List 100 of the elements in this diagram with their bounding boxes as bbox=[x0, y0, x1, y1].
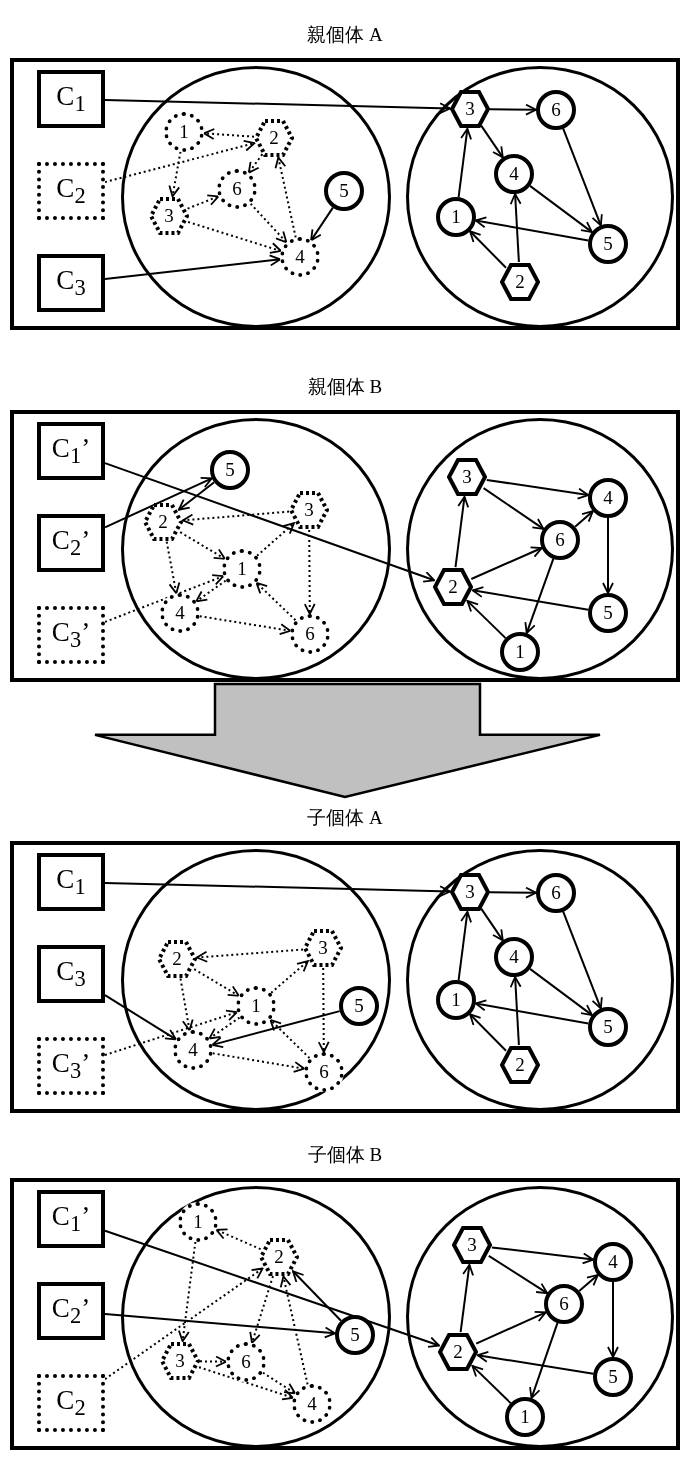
node-number: 6 bbox=[319, 1061, 329, 1083]
dotted-arrow bbox=[179, 531, 226, 560]
input-label: C$_{1}$’ bbox=[51, 432, 91, 470]
network-circle bbox=[121, 1186, 391, 1448]
arrow bbox=[474, 999, 590, 1025]
input-label: C$_{2}$ bbox=[56, 1384, 86, 1422]
circle-node bbox=[588, 1007, 628, 1047]
arrow bbox=[524, 557, 555, 635]
node-number: 4 bbox=[509, 163, 519, 185]
node-number: 4 bbox=[608, 1251, 618, 1273]
node-number: 6 bbox=[559, 1293, 569, 1315]
arrow bbox=[211, 1010, 341, 1049]
circle-node bbox=[588, 593, 628, 633]
node-number: 5 bbox=[350, 1324, 360, 1346]
node-number: 1 bbox=[251, 995, 261, 1017]
block-arrow bbox=[93, 682, 602, 799]
input-box bbox=[37, 945, 105, 1003]
dotted-arrow bbox=[203, 128, 255, 140]
node-number: 3 bbox=[164, 205, 174, 227]
input-box bbox=[37, 514, 105, 572]
arrow bbox=[177, 481, 216, 511]
input-box bbox=[37, 853, 105, 911]
dotted-arrow bbox=[104, 139, 256, 184]
input-label: C$_{2}$ bbox=[56, 172, 86, 210]
node-number: 6 bbox=[305, 623, 315, 645]
arrow bbox=[471, 586, 590, 611]
node-number: 2 bbox=[158, 511, 168, 533]
node-number: 3 bbox=[318, 937, 328, 959]
node-number: 4 bbox=[603, 487, 613, 509]
input-box bbox=[37, 606, 105, 664]
input-box bbox=[37, 162, 105, 220]
arrow bbox=[470, 546, 543, 580]
circle-node bbox=[536, 90, 576, 130]
circle-node bbox=[335, 1315, 375, 1355]
arrow bbox=[104, 98, 451, 115]
dotted-arrow bbox=[270, 960, 309, 994]
node-number: 3 bbox=[304, 499, 314, 521]
dotted-arrow bbox=[179, 977, 194, 1032]
node-number: 3 bbox=[465, 98, 475, 120]
circle-node bbox=[588, 478, 628, 518]
dotted-arrow bbox=[211, 1052, 306, 1073]
node-number: 6 bbox=[241, 1351, 251, 1373]
input-box bbox=[37, 70, 105, 128]
node-number: 1 bbox=[193, 1211, 203, 1233]
dotted-arrow bbox=[274, 156, 297, 239]
dotted-arrow bbox=[261, 1371, 297, 1395]
node-number: 4 bbox=[509, 946, 519, 968]
node-number: 1 bbox=[451, 206, 461, 228]
node-number: 5 bbox=[225, 459, 235, 481]
circle-node bbox=[494, 154, 534, 194]
circle-node bbox=[217, 169, 257, 209]
node-number: 2 bbox=[269, 127, 279, 149]
arrow bbox=[607, 1281, 619, 1358]
input-label: C$_{3}$ bbox=[56, 264, 86, 302]
network-circle bbox=[406, 418, 674, 680]
node-number: 4 bbox=[307, 1393, 317, 1415]
arrow bbox=[480, 907, 504, 942]
network-circle bbox=[121, 849, 391, 1111]
node-number: 6 bbox=[555, 529, 565, 551]
arrow bbox=[476, 1350, 595, 1375]
arrow bbox=[574, 510, 594, 528]
arrow bbox=[489, 103, 537, 116]
circle-node bbox=[436, 980, 476, 1020]
node-number: 2 bbox=[515, 1054, 525, 1076]
dotted-arrow bbox=[199, 1355, 227, 1368]
dotted-arrow bbox=[178, 1240, 197, 1343]
node-number: 5 bbox=[339, 180, 349, 202]
arrow bbox=[529, 1321, 559, 1400]
input-label: C$_{3}$ bbox=[56, 955, 86, 993]
node-number: 6 bbox=[232, 178, 242, 200]
node-number: 2 bbox=[515, 271, 525, 293]
arrow bbox=[482, 487, 545, 530]
input-box bbox=[37, 1190, 105, 1248]
arrow bbox=[104, 1229, 441, 1348]
node-number: 1 bbox=[515, 641, 525, 663]
dotted-arrow bbox=[208, 1016, 241, 1040]
arrow bbox=[487, 1254, 549, 1295]
node-number: 1 bbox=[520, 1406, 530, 1428]
arrow bbox=[562, 127, 603, 227]
arrow bbox=[475, 1310, 547, 1345]
dotted-arrow bbox=[193, 968, 240, 997]
dotted-arrow bbox=[317, 967, 330, 1053]
arrow bbox=[457, 910, 472, 982]
dotted-arrow bbox=[303, 529, 316, 615]
arrow bbox=[104, 254, 282, 281]
input-box bbox=[37, 422, 105, 480]
node-number: 5 bbox=[603, 602, 613, 624]
node-number: 2 bbox=[172, 948, 182, 970]
node-number: 4 bbox=[175, 602, 185, 624]
arrow bbox=[457, 127, 472, 199]
circle-node bbox=[436, 197, 476, 237]
input-box bbox=[37, 1282, 105, 1340]
arrow bbox=[602, 517, 614, 594]
arrow bbox=[104, 881, 451, 898]
arrow bbox=[310, 206, 334, 242]
dotted-arrow bbox=[198, 1366, 294, 1401]
node-number: 2 bbox=[274, 1246, 284, 1268]
arrow bbox=[469, 230, 507, 269]
arrow bbox=[509, 976, 522, 1046]
node-number: 5 bbox=[603, 233, 613, 255]
